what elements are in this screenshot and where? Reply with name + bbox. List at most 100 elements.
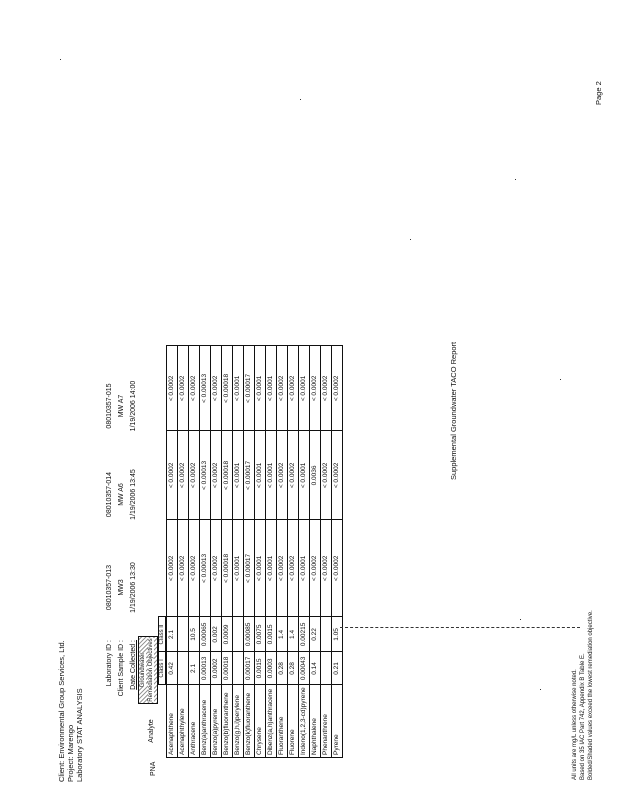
scan-speck [410, 239, 411, 240]
class2-cell: 0.00215 [298, 616, 310, 652]
sample-2-result: < 0.0002 [320, 430, 332, 520]
class1-cell: 0.21 [331, 651, 343, 685]
class2-cell [177, 616, 189, 652]
blank-header-cell [159, 520, 167, 617]
analyte-cell: Phenanthrene [320, 684, 332, 758]
class2-cell: 0.22 [309, 616, 321, 652]
class1-cell: 0.0015 [254, 651, 266, 685]
blank-header-cell [159, 685, 167, 758]
class1-header: Class I [158, 651, 166, 685]
scan-speck [515, 179, 516, 180]
analyte-column-label: Analyte [148, 719, 155, 743]
analyte-cell: Dibenz(a,h)anthracene [265, 684, 277, 758]
class1-cell [320, 651, 332, 685]
sample-1-result: < 0.0002 [320, 519, 332, 617]
remediation-objectives-header: Groundwater Remediation Objectives [138, 636, 158, 704]
analyte-cell: Acenaphthylene [177, 684, 189, 758]
sample-3-result: < 0.00018 [221, 345, 233, 431]
sample-2-result: < 0.0001 [232, 430, 244, 520]
class1-cell [232, 651, 244, 685]
sample-2-result: < 0.0002 [276, 430, 288, 520]
class2-cell: 0.0009 [221, 616, 233, 652]
sample-2-result: < 0.0002 [331, 430, 343, 520]
sample-1-lab-id: 08010357-013 [106, 564, 113, 611]
sample-2-client-id: MW A6 [118, 483, 125, 506]
class2-cell: 0.00065 [199, 616, 211, 652]
table-row: Acenaphthylene< 0.0002< 0.0002< 0.0002 [177, 345, 189, 758]
sample-1-result: < 0.0002 [188, 519, 200, 617]
footnote-exceedance: Bolded/Shaded values exceed the lowest r… [588, 610, 594, 780]
sample-1-result: < 0.0001 [254, 519, 266, 617]
sample-2-result: < 0.0002 [188, 430, 200, 520]
class1-cell [177, 651, 189, 685]
scan-speck [520, 619, 521, 620]
class1-cell: 0.0003 [265, 651, 277, 685]
scan-speck [560, 379, 561, 380]
analyte-cell: Benz(a)anthracene [199, 684, 211, 758]
table-row: Benzo(g,h,i)perylene< 0.0001< 0.0001< 0.… [232, 345, 244, 758]
class2-cell: 0.0015 [265, 616, 277, 652]
table-row: Phenanthrene< 0.0002< 0.0002< 0.0002 [320, 345, 332, 758]
class2-cell: 0.002 [210, 616, 222, 652]
sample-3-result: < 0.0002 [210, 345, 222, 431]
sample-2-result: < 0.00013 [199, 430, 211, 520]
report-title: Supplemental Groundwater TACO Report [449, 341, 458, 480]
sample-1-result: < 0.00018 [221, 519, 233, 617]
class2-cell [232, 616, 244, 652]
footnote-units: All units are mg/L unless otherwise note… [572, 669, 578, 780]
sample-1-result: < 0.0002 [210, 519, 222, 617]
sample-1-result: < 0.0002 [177, 519, 189, 617]
class2-header: Class II [158, 616, 166, 652]
footnote-separator-line [340, 627, 580, 628]
class1-cell: 0.0002 [210, 651, 222, 685]
sample-3-result: < 0.0002 [276, 345, 288, 431]
page-number: Page 2 [594, 81, 603, 105]
project-line: Project: Marengo [66, 724, 75, 782]
sample-1-client-id: MW3 [118, 579, 125, 596]
sample-3-result: < 0.0001 [254, 345, 266, 431]
sample-2-result: < 0.0002 [210, 430, 222, 520]
analyte-cell: Fluoranthene [276, 684, 288, 758]
analyte-cell: Pyrene [331, 684, 343, 758]
analyte-cell: Benzo(a)pyrene [210, 684, 222, 758]
sample-1-result: < 0.00017 [243, 519, 255, 617]
sample-1-result: < 0.0002 [276, 519, 288, 617]
sample-3-result: < 0.0002 [320, 345, 332, 431]
analyte-cell: Benzo(b)fluoranthene [221, 684, 233, 758]
sample-3-result: < 0.0002 [188, 345, 200, 431]
blank-header-cell [159, 346, 167, 431]
class1-cell: 0.00018 [221, 651, 233, 685]
analyte-cell: Anthracene [188, 684, 200, 758]
scan-speck [540, 689, 541, 690]
sample-3-lab-id: 08010357-015 [106, 383, 113, 429]
sample-1-result: < 0.0001 [298, 519, 310, 617]
sample-3-result: < 0.0002 [309, 345, 321, 431]
sample-2-result: < 0.0002 [166, 430, 178, 520]
sample-3-result: < 0.00013 [199, 345, 211, 431]
lab-id-label: Laboratory ID : [106, 640, 113, 687]
sample-3-result: < 0.0002 [166, 345, 178, 431]
sample-2-result: < 0.00017 [243, 430, 255, 520]
class2-cell: 1.4 [276, 616, 288, 652]
sample-3-result: < 0.0002 [177, 345, 189, 431]
class1-cell: 0.42 [166, 651, 178, 685]
class1-cell: 0.28 [287, 651, 299, 685]
client-sample-id-label: Client Sample ID : [118, 640, 125, 697]
class1-cell: 2.1 [188, 651, 200, 685]
sample-3-client-id: MW A7 [118, 394, 125, 418]
sample-1-result: < 0.0001 [232, 519, 244, 617]
sample-3-result: < 0.0002 [287, 345, 299, 431]
class2-cell: 0.0075 [254, 616, 266, 652]
analyte-cell: Acenaphthene [166, 684, 178, 758]
sample-1-date: 1/19/2006 13:30 [130, 562, 137, 613]
analyte-cell: Chrysene [254, 684, 266, 758]
sample-3-result: < 0.00017 [243, 345, 255, 431]
